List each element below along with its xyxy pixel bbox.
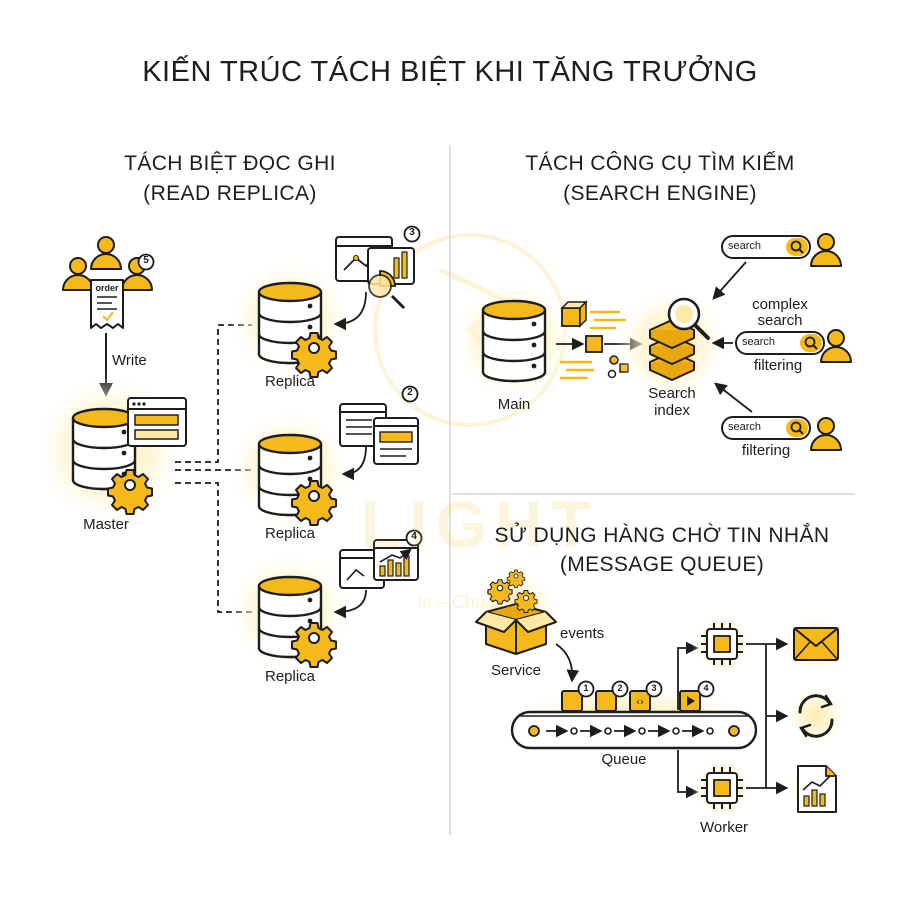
message-queue-heading-line2: (MESSAGE QUEUE): [559, 553, 765, 576]
worker-output-arrows: [746, 637, 789, 795]
queue-conveyor: [510, 710, 758, 750]
master-label: Master: [83, 516, 129, 533]
replica-1-label: Replica: [264, 373, 316, 390]
message-queue-heading-line1: SỬ DỤNG HÀNG CHỜ TIN NHẮN: [494, 524, 830, 547]
queue-message-3: ‹›: [629, 680, 663, 712]
queue-message-3-number: 3: [651, 683, 657, 693]
mail-icon: [793, 627, 839, 661]
replica-1-gear-icon: [291, 332, 337, 378]
search-index-label-line2: index: [654, 402, 690, 419]
events-arrow: [555, 643, 580, 683]
search-box-1-text: search: [728, 240, 762, 252]
master-window-icon: [127, 397, 187, 447]
query-2-label: filtering: [753, 357, 803, 374]
queue-message-4-number: 4: [703, 683, 709, 693]
watermark-tagline: in – Chu... Đẹp: [417, 592, 539, 612]
queue-label: Queue: [601, 751, 647, 768]
search-index-icon: [649, 297, 710, 381]
data-stream-icons: [556, 300, 643, 380]
replica-3-label: Replica: [264, 668, 316, 685]
read-replica-heading-line1: TÁCH BIỆT ĐỌC GHI: [124, 152, 336, 175]
order-receipt-icon: [90, 279, 124, 329]
write-label: Write: [112, 352, 147, 369]
dispatch-arrows: [677, 641, 699, 799]
worker-1-chip-icon: [700, 622, 744, 666]
replica-3-gear-icon: [291, 622, 337, 668]
replica-2-badge-text: 2: [407, 387, 413, 398]
svg-text:‹›: ‹›: [636, 697, 644, 708]
order-label: order: [95, 283, 119, 293]
query-1-label-line2: search: [757, 312, 803, 329]
queue-message-1-number: 1: [583, 683, 589, 693]
sync-icon: [798, 694, 834, 738]
queue-message-2-number: 2: [617, 683, 623, 693]
queue-message-4: [679, 680, 715, 712]
search-engine-heading-line2: (SEARCH ENGINE): [563, 182, 757, 205]
analytics-chart-icon: [335, 236, 415, 310]
replica-2-label: Replica: [264, 525, 316, 542]
search-box-2-text: search: [742, 336, 776, 348]
page-title: KIẾN TRÚC TÁCH BIỆT KHI TĂNG TRƯỞNG: [142, 56, 758, 88]
replica-1-badge-text: 3: [409, 227, 415, 238]
query-3-label: filtering: [741, 442, 791, 459]
search-engine-heading-line1: TÁCH CÔNG CỤ TÌM KIẾM: [525, 152, 795, 175]
user-1-icon: [810, 233, 842, 267]
replica-3-badge-text: 4: [411, 531, 417, 542]
master-gear-icon: [107, 469, 153, 515]
watermark-brand: LIGHT: [361, 487, 599, 561]
worker-label: Worker: [699, 819, 749, 836]
main-database-icon: [481, 299, 547, 383]
service-label: Service: [490, 662, 542, 679]
worker-2-chip-icon: [700, 766, 744, 810]
events-label: events: [560, 625, 605, 642]
users-count-badge-text: 5: [143, 255, 149, 266]
read-replica-heading-line2: (READ REPLICA): [143, 182, 317, 205]
search-index-label-line1: Search: [648, 385, 696, 402]
search-box-3-text: search: [728, 421, 762, 433]
report-icon: [797, 765, 837, 813]
growth-chart-icon: [339, 539, 419, 589]
main-label: Main: [497, 396, 531, 413]
documents-icon: [339, 403, 419, 465]
query-1-label-line1: complex: [752, 296, 808, 313]
